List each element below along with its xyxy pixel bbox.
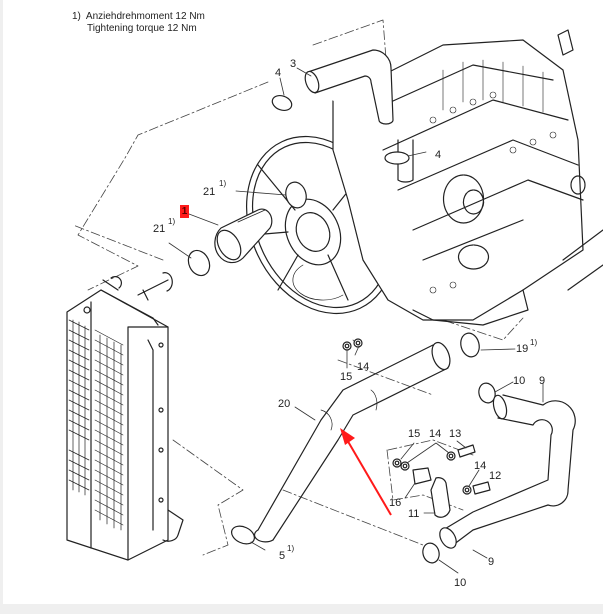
dash-line-hose-axis (72, 224, 164, 261)
highlighted-part-label: 1 (180, 205, 189, 218)
turbocharger (442, 174, 485, 224)
callout-9-upper: 9 (539, 375, 545, 387)
callout-9-lower: 9 (488, 556, 494, 568)
callout-20: 20 (278, 398, 290, 410)
radiator (66, 272, 184, 561)
diagram-sheet: 1) Anziehdrehmoment 12 Nm Tightening tor… (3, 0, 603, 604)
callout-14-upper: 14 (357, 361, 369, 373)
bracket-16 (412, 467, 432, 485)
exploded-view-drawing: 3 4 4 21 1) 21 1) 14 15 19 1) 10 9 20 15… (66, 19, 603, 589)
dash-line-mid (337, 339, 434, 396)
callout-4-thermostat: 4 (435, 149, 441, 161)
clamp-10-lower (422, 542, 440, 564)
hose-3-end (304, 70, 320, 94)
callout-labels: 3 4 4 21 1) 21 1) 14 15 19 1) 10 9 20 15… (153, 58, 545, 589)
bolt-12 (472, 481, 491, 495)
callout-15-upper: 15 (340, 371, 352, 383)
torque-note-en: Tightening torque 12 Nm (72, 23, 205, 35)
callout-21-lower-note: 1) (168, 217, 175, 226)
callout-14-bolt: 14 (474, 460, 486, 472)
radiator-inlet-stub-1 (102, 276, 122, 291)
clamp-10-upper (478, 382, 496, 404)
note-text-de: Anziehdrehmoment 12 Nm (85, 11, 205, 22)
dash-line-bottom (282, 489, 434, 556)
torque-note-de: 1) Anziehdrehmoment 12 Nm (72, 11, 205, 23)
red-pointer-arrow (340, 428, 392, 516)
hose-9 (439, 394, 576, 549)
engine (332, 29, 603, 326)
callout-11: 11 (408, 508, 419, 520)
dash-line-top-left (77, 81, 269, 291)
note-text-en: Tightening torque 12 Nm (87, 23, 197, 34)
clamp-19 (460, 332, 480, 358)
callout-19: 19 (516, 343, 528, 355)
callout-16: 16 (389, 497, 401, 509)
dash-line-bottom-left (172, 439, 244, 556)
callout-21-upper: 21 (203, 186, 215, 198)
callout-4-upper: 4 (275, 67, 281, 79)
callout-13: 13 (449, 428, 461, 440)
hose-20 (253, 341, 451, 543)
clamp-5 (231, 525, 255, 545)
callout-3: 3 (290, 58, 296, 70)
callout-21-upper-note: 1) (219, 179, 226, 188)
callout-19-note: 1) (530, 338, 537, 347)
fasteners (342, 338, 491, 518)
clamp-21-upper (285, 181, 307, 209)
clamp-4-thermostat (384, 151, 410, 165)
thermostat-housing (397, 139, 414, 183)
clamp-4-upper (271, 94, 293, 112)
hose-clamps (187, 94, 496, 564)
hose-3 (307, 49, 394, 125)
callout-21-lower: 21 (153, 223, 165, 235)
torque-note: 1) Anziehdrehmoment 12 Nm Tightening tor… (72, 11, 205, 35)
callout-10-lower: 10 (454, 577, 466, 589)
dash-line-right (412, 309, 524, 341)
callout-10-upper: 10 (513, 375, 525, 387)
bolt-13 (457, 444, 476, 458)
turbo-outlet (457, 244, 490, 270)
clip-11 (430, 477, 451, 518)
note-marker: 1) (72, 11, 81, 22)
callout-15-lower: 15 (408, 428, 420, 440)
callout-12: 12 (489, 470, 501, 482)
callout-14-lower: 14 (429, 428, 441, 440)
radiator-inlet-stub-2 (137, 272, 173, 301)
callout-5: 5 (279, 550, 285, 562)
hose-1 (214, 208, 273, 264)
callout-5-note: 1) (287, 544, 294, 553)
radiator-outlet (162, 509, 184, 542)
clamp-21-lower (187, 249, 211, 277)
leader-lines (168, 67, 544, 574)
